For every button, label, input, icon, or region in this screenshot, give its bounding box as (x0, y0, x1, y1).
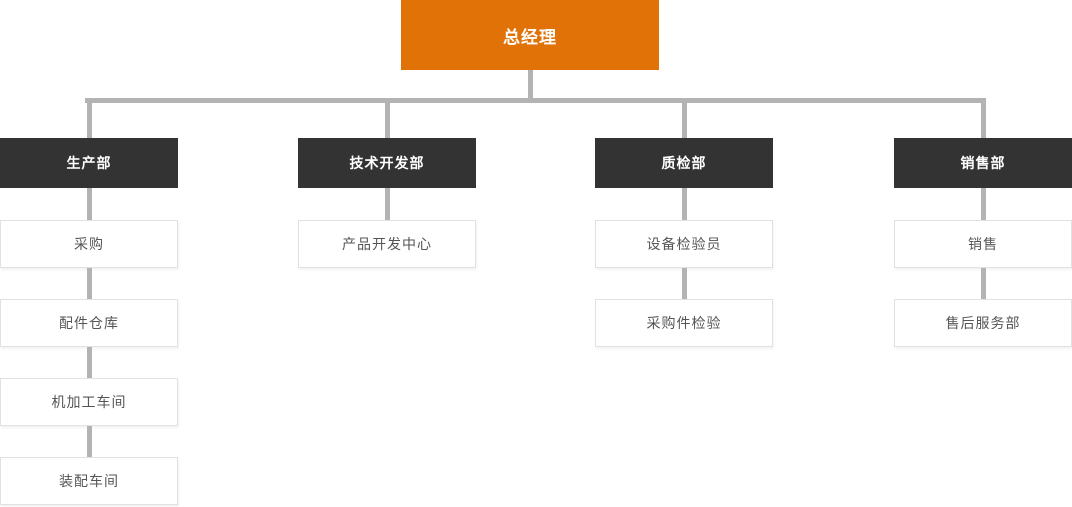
node-machining-workshop-label: 机加工车间 (51, 394, 127, 410)
node-sales-label: 销售 (968, 236, 998, 252)
connector-vertical (980, 103, 986, 138)
column-tech-development: 技术开发部 产品开发中心 (298, 103, 476, 268)
node-parts-warehouse[interactable]: 配件仓库 (0, 299, 178, 347)
node-equipment-inspector-label: 设备检验员 (646, 236, 722, 252)
node-tech-development-dept-label: 技术开发部 (349, 155, 425, 171)
column-sales: 销售部 销售 售后服务部 (894, 103, 1072, 347)
node-product-dev-center-label: 产品开发中心 (342, 236, 432, 252)
connector-vertical (86, 426, 92, 457)
node-assembly-workshop[interactable]: 装配车间 (0, 457, 178, 505)
node-purchased-parts-inspection[interactable]: 采购件检验 (595, 299, 773, 347)
connector-vertical (86, 103, 92, 138)
connector-vertical (980, 268, 986, 299)
column-quality-inspection: 质检部 设备检验员 采购件检验 (595, 103, 773, 347)
node-equipment-inspector[interactable]: 设备检验员 (595, 220, 773, 268)
node-tech-development-dept[interactable]: 技术开发部 (298, 138, 476, 188)
node-sales[interactable]: 销售 (894, 220, 1072, 268)
connector-vertical (980, 188, 986, 220)
node-product-dev-center[interactable]: 产品开发中心 (298, 220, 476, 268)
node-production-dept[interactable]: 生产部 (0, 138, 178, 188)
node-after-sales-service[interactable]: 售后服务部 (894, 299, 1072, 347)
node-purchasing-label: 采购 (74, 236, 104, 252)
node-sales-dept[interactable]: 销售部 (894, 138, 1072, 188)
connector-spine (85, 98, 986, 103)
node-after-sales-service-label: 售后服务部 (945, 315, 1021, 331)
column-production: 生产部 采购 配件仓库 机加工车间 装配车间 (0, 103, 178, 505)
node-purchasing[interactable]: 采购 (0, 220, 178, 268)
node-sales-dept-label: 销售部 (960, 155, 1006, 171)
node-quality-inspection-dept[interactable]: 质检部 (595, 138, 773, 188)
connector-vertical (681, 188, 687, 220)
connector-vertical (384, 103, 390, 138)
node-assembly-workshop-label: 装配车间 (59, 473, 119, 489)
node-quality-inspection-dept-label: 质检部 (661, 155, 707, 171)
node-general-manager[interactable]: 总经理 (401, 0, 659, 70)
node-parts-warehouse-label: 配件仓库 (59, 315, 119, 331)
node-production-dept-label: 生产部 (66, 155, 112, 171)
connector-vertical (681, 268, 687, 299)
connector-root-drop (528, 70, 533, 98)
node-general-manager-label: 总经理 (503, 27, 557, 47)
connector-vertical (681, 103, 687, 138)
connector-vertical (86, 188, 92, 220)
connector-vertical (384, 188, 390, 220)
connector-vertical (86, 268, 92, 299)
node-machining-workshop[interactable]: 机加工车间 (0, 378, 178, 426)
connector-vertical (86, 347, 92, 378)
node-purchased-parts-inspection-label: 采购件检验 (646, 315, 722, 331)
